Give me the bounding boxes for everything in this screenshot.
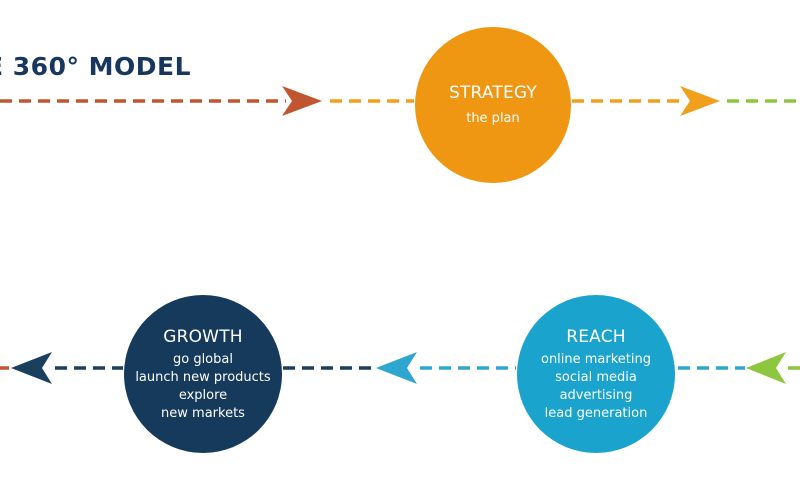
reach-line: social media <box>555 369 637 385</box>
growth-heading: GROWTH <box>163 326 243 347</box>
growth-line: new markets <box>161 405 245 421</box>
growth-line: explore <box>178 387 228 403</box>
growth-line: launch new products <box>135 369 271 385</box>
strategy-line: the plan <box>466 111 520 126</box>
page-title: E 360° MODEL <box>0 52 192 81</box>
strategy-circle: STRATEGY the plan <box>415 27 571 183</box>
growth-lines: go global launch new products explore ne… <box>135 351 270 423</box>
reach-heading: REACH <box>566 326 626 347</box>
growth-circle: GROWTH go global launch new products exp… <box>124 295 282 453</box>
strategy-heading: STRATEGY <box>448 83 538 103</box>
arrowhead-teal-icon <box>376 352 417 384</box>
reach-line: advertising <box>559 387 633 403</box>
reach-line: lead generation <box>544 405 648 421</box>
strategy-lines: the plan <box>466 110 520 128</box>
reach-circle: REACH online marketing social media adve… <box>517 295 675 453</box>
reach-lines: online marketing social media advertisin… <box>541 351 651 423</box>
growth-line: go global <box>172 351 233 367</box>
reach-line: online marketing <box>540 351 652 367</box>
arrowhead-rust-icon <box>282 86 322 116</box>
arrowhead-navy-icon <box>11 352 52 384</box>
arrowhead-orange-icon <box>680 86 720 116</box>
arrowhead-green-icon <box>746 352 786 384</box>
